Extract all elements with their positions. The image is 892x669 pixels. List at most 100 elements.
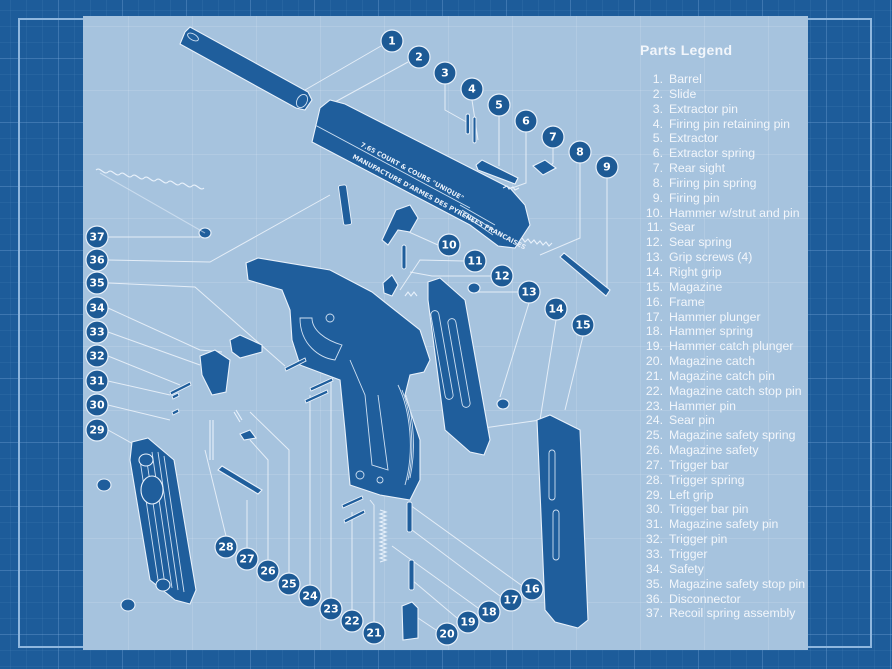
part-sear-pin — [304, 389, 329, 404]
callout-33: 33 — [85, 320, 109, 344]
legend-title: Parts Legend — [640, 42, 733, 58]
legend-label: Magazine safety stop pin — [669, 576, 806, 591]
callout-22: 22 — [340, 609, 364, 633]
legend-number: 4. — [652, 116, 663, 131]
legend-item: 35. Magazine safety stop pin — [640, 577, 820, 592]
legend-number: 24. — [645, 413, 663, 428]
part-magazine-safety — [239, 429, 257, 441]
svg-text:35: 35 — [89, 277, 104, 290]
svg-text:12: 12 — [494, 270, 509, 283]
legend-label: Hammer catch plunger — [669, 339, 794, 354]
legend-number: 16. — [645, 294, 663, 309]
legend-label: Extractor pin — [669, 101, 739, 116]
legend-label: Trigger bar — [669, 457, 729, 472]
legend-label: Hammer plunger — [669, 309, 761, 324]
legend-number: 12. — [645, 235, 663, 250]
svg-text:28: 28 — [218, 541, 233, 554]
legend-number: 2. — [652, 86, 663, 101]
svg-text:18: 18 — [481, 606, 496, 619]
legend-label: Frame — [669, 294, 705, 309]
callout-27: 27 — [235, 547, 259, 571]
legend-number: 15. — [645, 279, 663, 294]
legend-item: 12.Sear spring — [640, 235, 820, 250]
legend-item: 30.Trigger bar pin — [640, 502, 820, 517]
legend-item: 23.Hammer pin — [640, 399, 820, 414]
part-hammer-plunger — [406, 501, 413, 533]
legend-item: 26.Magazine safety — [640, 443, 820, 458]
legend-item: 11.Sear — [640, 220, 820, 235]
legend-item: 16. Frame — [640, 295, 820, 310]
legend-item: 36.Disconnector — [640, 592, 820, 607]
part-extractor — [475, 159, 519, 185]
callout-32: 32 — [85, 344, 109, 368]
legend-label: Grip screws (4) — [669, 250, 753, 265]
legend-number: 13. — [645, 250, 663, 265]
svg-text:6: 6 — [522, 115, 530, 128]
legend-number: 9. — [652, 190, 663, 205]
legend-number: 33. — [645, 547, 663, 561]
parts-legend: Parts Legend 1.Barrel 2.Slide 3.Extracto… — [640, 42, 820, 621]
legend-item: 5. Extractor — [640, 131, 820, 146]
svg-text:22: 22 — [344, 615, 359, 628]
svg-text:7: 7 — [549, 131, 557, 144]
part-magazine-catch-stop-pin — [343, 509, 366, 524]
legend-label: Sear — [669, 220, 695, 235]
callout-31: 31 — [85, 369, 109, 393]
legend-number: 19. — [645, 339, 663, 354]
part-extractor-pin — [465, 113, 470, 135]
legend-number: 5. — [652, 131, 663, 146]
legend-number: 25. — [645, 428, 663, 443]
legend-item: 20.Magazine catch — [640, 354, 820, 369]
legend-label: Hammer pin — [669, 398, 736, 413]
callout-23: 23 — [319, 597, 343, 621]
legend-label: Rear sight — [669, 161, 726, 176]
svg-text:29: 29 — [89, 424, 104, 437]
legend-item: 10.Hammer w/strut and pin — [640, 206, 820, 221]
legend-number: 36. — [645, 591, 663, 606]
legend-item: 29.Left grip — [640, 488, 820, 503]
legend-label: Firing pin retaining pin — [669, 116, 790, 131]
svg-text:4: 4 — [468, 83, 476, 96]
legend-item: 25. Magazine safety spring — [640, 428, 820, 443]
part-magazine-safety-stop-pin — [284, 357, 307, 372]
svg-text:33: 33 — [89, 326, 104, 339]
callout-7: 7 — [541, 125, 565, 149]
callout-4: 4 — [460, 77, 484, 101]
part-firing-pin-spring — [521, 237, 553, 247]
callout-11: 11 — [463, 249, 487, 273]
svg-text:15: 15 — [575, 319, 590, 332]
svg-text:26: 26 — [260, 565, 276, 578]
legend-item: 21.Magazine catch pin — [640, 369, 820, 384]
legend-number: 1. — [652, 72, 663, 86]
callout-28: 28 — [214, 535, 238, 559]
callout-34: 34 — [85, 296, 109, 320]
legend-label: Magazine catch — [669, 354, 756, 369]
legend-item: 2.Slide — [640, 87, 820, 102]
legend-number: 27. — [645, 457, 663, 472]
part-magazine-catch-pin — [341, 495, 364, 509]
callout-30: 30 — [85, 393, 109, 417]
legend-label: Extractor — [669, 131, 719, 146]
legend-item: 6.Extractor spring — [640, 146, 820, 161]
callout-24: 24 — [298, 584, 322, 608]
legend-label: Magazine safety spring — [669, 428, 796, 443]
legend-label: Magazine catch stop pin — [669, 383, 802, 398]
legend-label: Firing pin spring — [669, 175, 757, 190]
legend-number: 14. — [645, 264, 663, 279]
legend-number: 31. — [645, 517, 663, 532]
legend-number: 3. — [652, 101, 663, 116]
legend-number: 17. — [645, 309, 663, 324]
legend-label: Magazine catch pin — [669, 368, 775, 383]
part-sear — [382, 274, 399, 297]
legend-number: 28. — [645, 472, 663, 487]
legend-list: 1.Barrel 2.Slide 3.Extractor pin 4.Firin… — [640, 72, 820, 621]
legend-label: Magazine — [669, 279, 723, 294]
legend-number: 35. — [645, 576, 663, 591]
callout-13: 13 — [517, 280, 541, 304]
callout-12: 12 — [490, 264, 514, 288]
legend-item: 15. Magazine — [640, 280, 820, 295]
legend-label: Magazine safety pin — [669, 517, 779, 532]
callout-6: 6 — [514, 109, 538, 133]
callout-25: 25 — [277, 572, 301, 596]
part-hammer-spring — [378, 509, 388, 563]
